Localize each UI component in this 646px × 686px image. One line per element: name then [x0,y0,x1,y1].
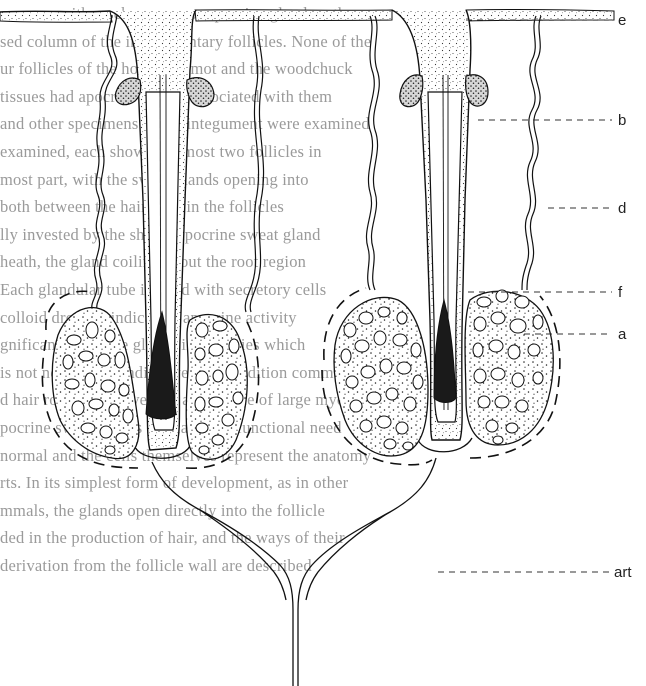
diagram-labels: e b d f a art [614,12,632,581]
label-a: a [618,326,627,343]
label-e: e [618,12,626,29]
arteries [152,458,436,686]
label-b: b [618,112,626,129]
label-f: f [618,284,623,301]
label-d: d [618,200,626,217]
label-art: art [614,564,632,581]
